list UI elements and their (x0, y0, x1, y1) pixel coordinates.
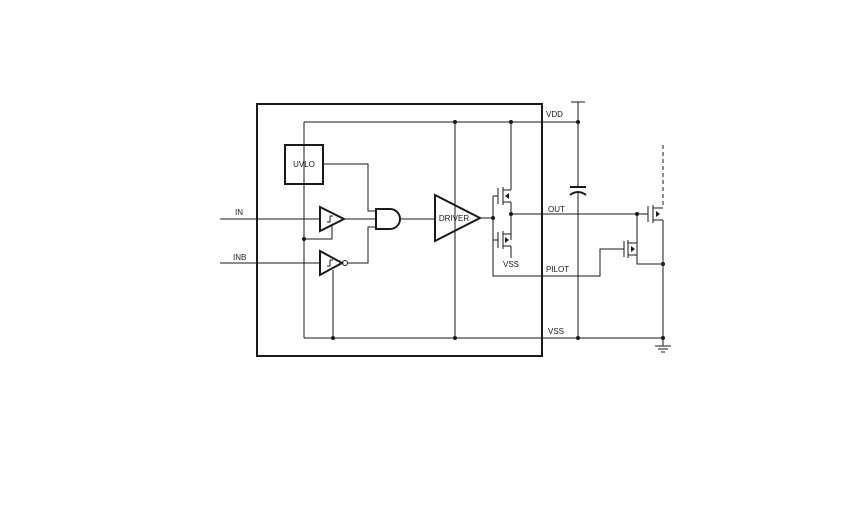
junction-dot (576, 120, 580, 124)
inb-schmitt-inverter (319, 249, 345, 277)
inb-to-and-wire (347, 226, 376, 264)
ground-icon (655, 345, 671, 353)
junction-dot (661, 262, 665, 266)
junction-dot (453, 120, 457, 124)
driver-block (434, 193, 483, 243)
in-buffer-ref-wire (304, 225, 333, 240)
power-mosfet-arrow (656, 211, 660, 217)
vdd-pin-label: VDD (546, 110, 563, 119)
inb-hysteresis-icon (327, 259, 333, 267)
driver-label: DRIVER (439, 214, 469, 223)
pmos-terminals (503, 189, 511, 203)
pilot-mosfet-arrow (631, 246, 635, 252)
junction-dot (635, 212, 639, 216)
junction-dot (661, 336, 665, 340)
vss-pin-label: VSS (548, 327, 564, 336)
out-pin-label: OUT (548, 205, 565, 214)
internal-vss-label: VSS (503, 260, 519, 269)
in-pin-label: IN (235, 208, 243, 217)
in-hysteresis-icon (327, 215, 333, 223)
chip-outline (256, 103, 543, 357)
junction-dot (453, 336, 457, 340)
nmos-terminals (503, 233, 511, 247)
junction-dot (509, 212, 513, 216)
uvlo-to-and-wire (323, 163, 376, 212)
and-gate (375, 208, 401, 230)
power-mosfet-terminals (653, 207, 663, 221)
pilot-net (492, 240, 624, 277)
uvlo-label: UVLO (293, 160, 315, 169)
junction-dot (509, 120, 513, 124)
junction-dot (576, 336, 580, 340)
inb-pin-label: INB (233, 253, 246, 262)
pilot-mosfet-terminals (628, 242, 637, 256)
nmos-arrow (505, 237, 509, 243)
junction-dot (331, 336, 335, 340)
pmos-arrow (505, 193, 509, 199)
junction-dot (491, 216, 495, 220)
pilot-mosfet-drain-wire (636, 214, 663, 265)
pilot-pin-label: PILOT (546, 265, 569, 274)
junction-dot (302, 237, 306, 241)
